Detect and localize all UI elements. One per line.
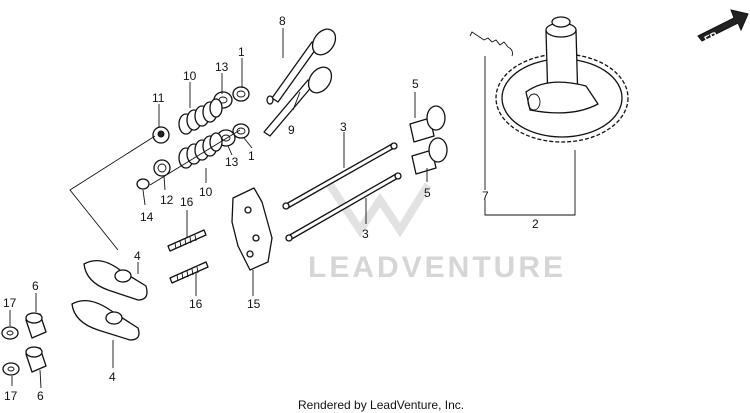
valve-spring-lower	[178, 132, 223, 169]
callout-4-lower: 4	[109, 370, 116, 384]
callout-6-upper: 6	[32, 279, 39, 293]
callout-17-upper: 17	[3, 296, 17, 310]
callout-4-upper: 4	[134, 249, 141, 263]
callout-1-lower: 1	[248, 149, 255, 163]
callout-14: 14	[140, 210, 154, 224]
push-rod-lower	[285, 172, 402, 242]
camshaft-gear	[495, 16, 629, 143]
callout-11: 11	[152, 91, 165, 105]
callout-6-lower: 6	[37, 389, 44, 403]
push-rod-upper	[282, 142, 398, 210]
front-direction-arrow: FR.	[697, 9, 749, 46]
rocker-arm-upper	[83, 259, 148, 301]
lock-nut-upper	[1, 326, 19, 340]
tappet-upper	[409, 105, 446, 143]
callout-13-lower: 13	[225, 155, 239, 169]
callout-2: 2	[532, 217, 539, 231]
rocker-arm-lower	[71, 299, 140, 341]
lock-nut-lower	[2, 362, 20, 376]
exhaust-valve	[263, 66, 333, 137]
callout-17-lower: 17	[4, 389, 18, 403]
stud-bolt-lower	[169, 261, 209, 284]
callout-13-upper: 13	[215, 60, 229, 74]
footer-credit: Rendered by LeadVenture, Inc.	[298, 398, 464, 412]
valve-stem-seal	[152, 126, 170, 144]
valve-spring-upper	[178, 98, 223, 135]
callout-7: 7	[482, 189, 489, 203]
callout-16-lower: 16	[189, 297, 203, 311]
valve-cap	[136, 178, 150, 190]
intake-valve	[266, 28, 337, 105]
callout-16-upper: 16	[180, 195, 194, 209]
svg-text:LEADVENTURE: LEADVENTURE	[308, 251, 566, 284]
callout-labels: 8 1 13 10 11 9 1 13 10 12 14 3 3 5 5 7 2…	[3, 14, 539, 403]
callout-10-upper: 10	[183, 69, 197, 83]
rocker-pivot-lower	[25, 346, 47, 373]
leader-lines	[9, 28, 576, 389]
stud-bolt-upper	[167, 229, 207, 252]
valve-spring-seat	[153, 159, 171, 177]
callout-3-upper: 3	[340, 120, 347, 134]
decompressor-spring	[469, 31, 513, 57]
leadventure-watermark: LEADVENTURE	[308, 182, 566, 284]
valve-retainer-upper	[232, 86, 250, 102]
callout-10-lower: 10	[199, 185, 213, 199]
callout-1-upper: 1	[238, 45, 245, 59]
callout-5-upper: 5	[412, 77, 419, 91]
valve-retainer-lower	[232, 123, 250, 139]
callout-3-lower: 3	[362, 227, 369, 241]
callout-5-lower: 5	[424, 186, 431, 200]
tappet-lower	[411, 137, 448, 175]
callout-8: 8	[279, 14, 286, 28]
callout-15: 15	[247, 297, 261, 311]
rocker-pivot-upper	[25, 312, 47, 339]
callout-9: 9	[288, 123, 295, 137]
callout-12: 12	[160, 193, 174, 207]
rocker-arm-bracket	[231, 187, 273, 271]
